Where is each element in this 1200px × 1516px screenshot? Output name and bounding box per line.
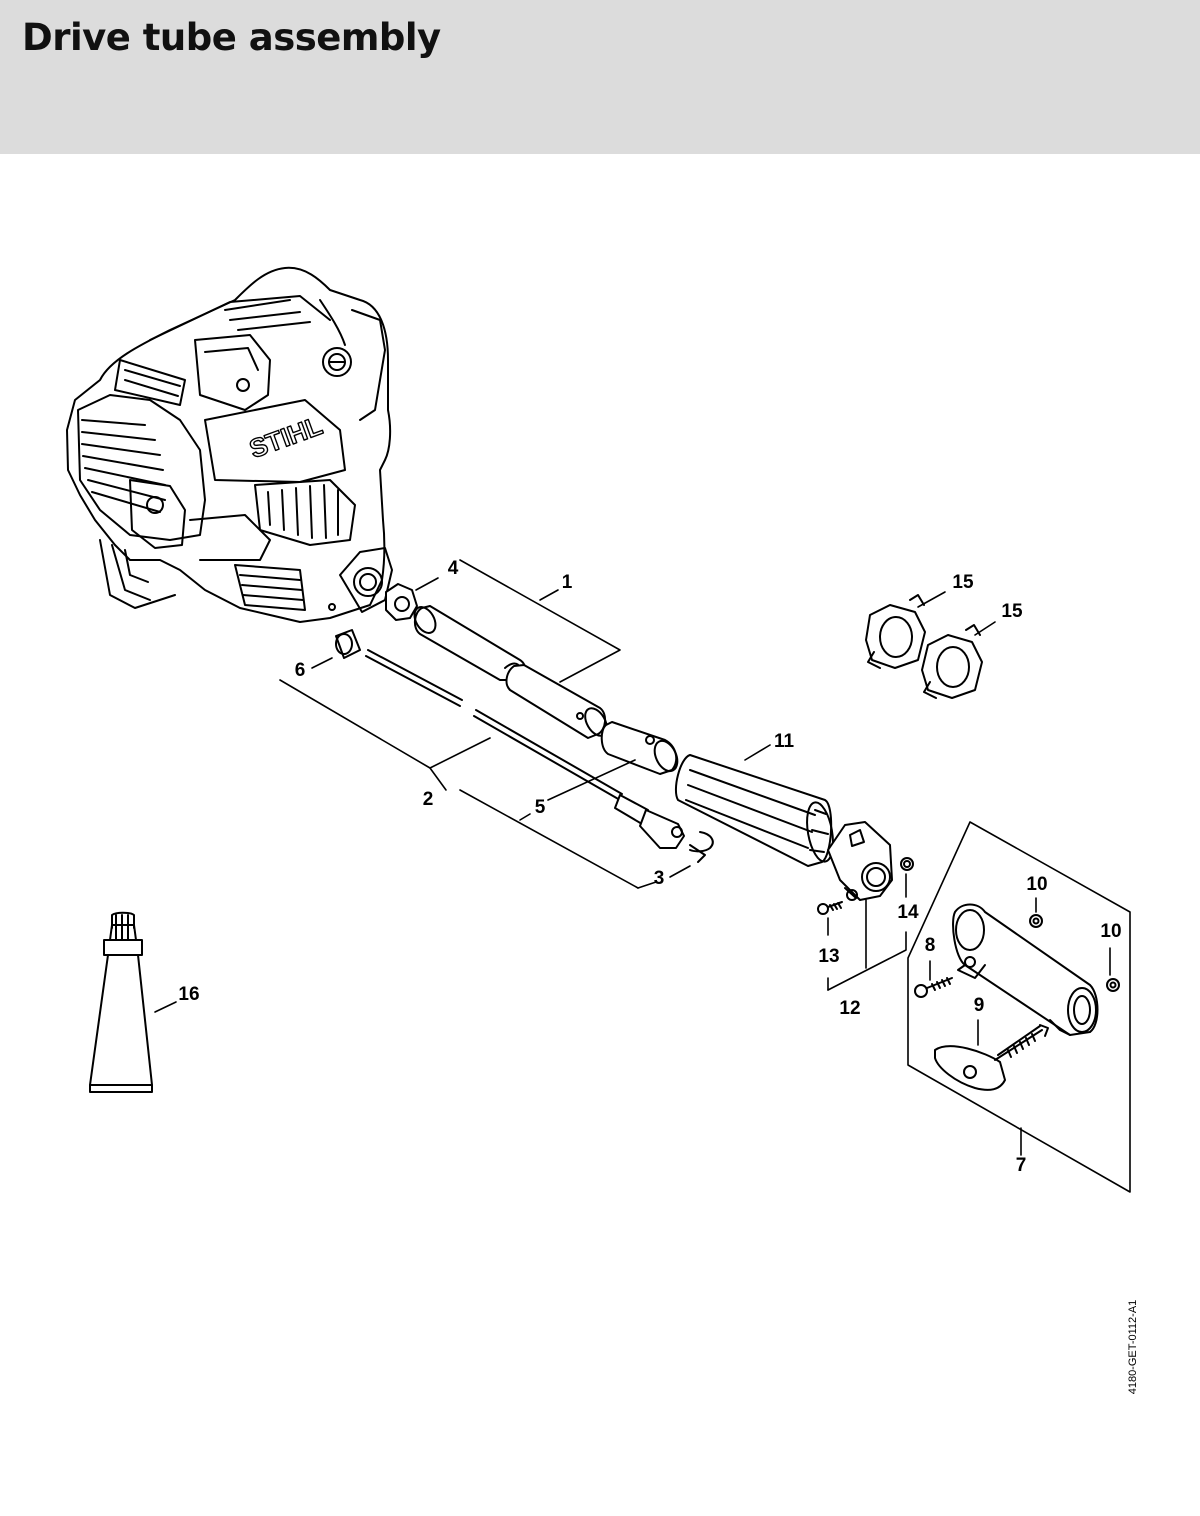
engine-housing [66, 266, 393, 623]
page-title: Drive tube assembly [22, 16, 441, 59]
part-15-harness-clip-a [865, 594, 926, 669]
callout-15-b: 15 [1001, 601, 1023, 622]
callout-10-a: 10 [1026, 874, 1047, 895]
callout-9: 9 [974, 995, 985, 1016]
callout-11: 11 [774, 731, 795, 752]
callout-15-a: 15 [952, 572, 974, 593]
part-10-nut-b [1106, 978, 1120, 992]
callout-4: 4 [448, 558, 459, 579]
part-3-circlip [689, 831, 714, 863]
callout-12: 12 [839, 998, 860, 1019]
part-14-nut [900, 857, 914, 871]
callout-leaders [154, 559, 1131, 1193]
part-16-grease-tube [89, 911, 153, 1093]
callout-2: 2 [423, 789, 434, 810]
part-12-clamp [827, 821, 893, 901]
callout-3: 3 [654, 868, 665, 889]
part-4-bushing [385, 583, 418, 621]
part-2-drive-shaft [365, 649, 685, 849]
part-9-wing-screw [934, 1024, 1049, 1091]
part-6-sleeve [335, 629, 361, 659]
callout-13: 13 [818, 946, 839, 967]
callout-7: 7 [1016, 1155, 1027, 1176]
callout-10-b: 10 [1100, 921, 1121, 942]
callout-6: 6 [295, 660, 306, 681]
part-8-screw [914, 977, 953, 998]
callout-5: 5 [535, 797, 546, 818]
callout-14: 14 [897, 902, 919, 923]
part-11-anti-vibration-sleeve [674, 754, 834, 867]
part-13-screw [817, 901, 843, 915]
part-1-drive-tube [413, 605, 608, 739]
document-code: 4180-GET-0112-A1 [1127, 1299, 1139, 1395]
part-15-harness-clip-b [921, 624, 983, 699]
callout-16: 16 [178, 984, 199, 1005]
part-10-nut-a [1029, 914, 1043, 928]
callout-1: 1 [562, 572, 573, 593]
callout-8: 8 [925, 935, 936, 956]
part-5-coupling-sleeve [600, 721, 679, 775]
header-bar: Drive tube assembly [0, 0, 1200, 154]
part-7-handle-bracket [952, 903, 1099, 1036]
